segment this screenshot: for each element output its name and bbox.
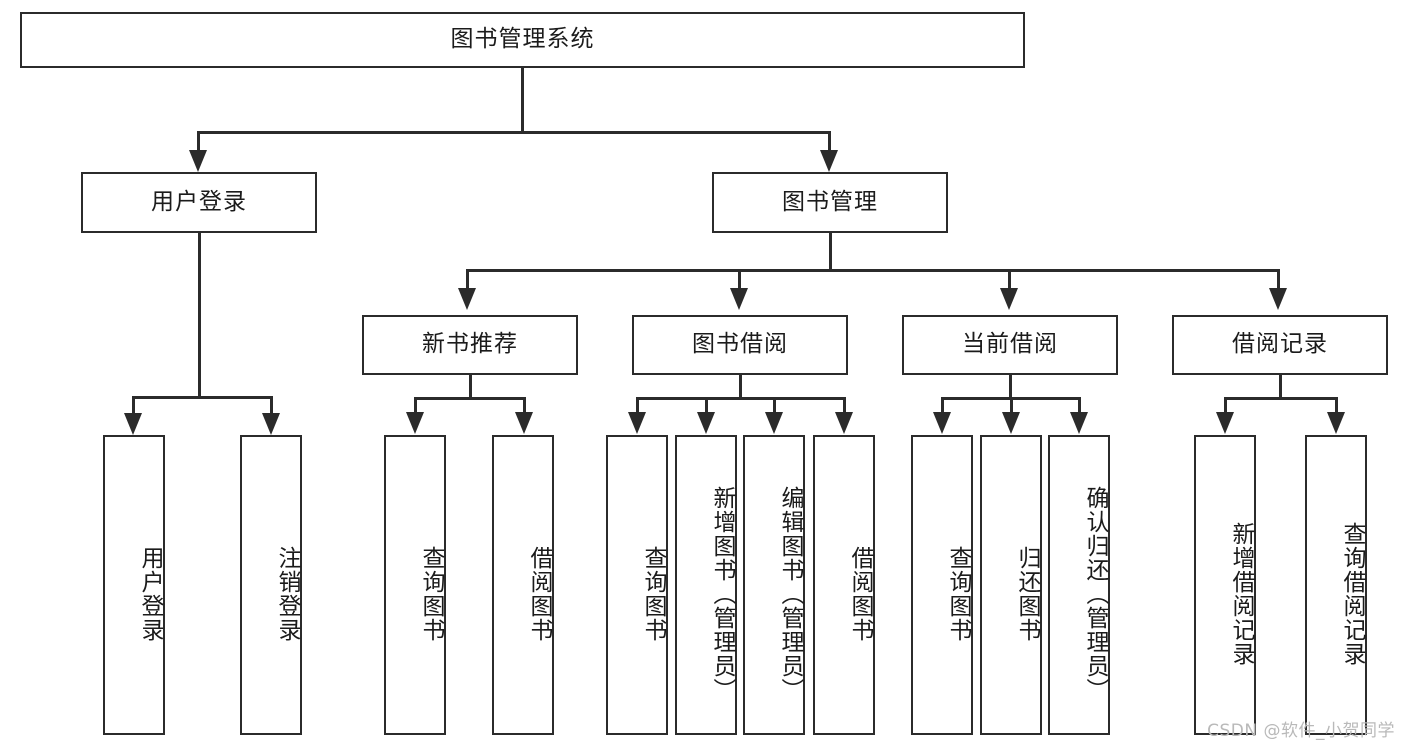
node-current-borrow[interactable]: 当前借阅 (902, 315, 1118, 375)
arrow-nb-leaf-1 (406, 412, 424, 434)
leaf-add-record[interactable]: 新增借阅记录 (1194, 435, 1256, 735)
leaf-user-logout[interactable]: 注销登录 (240, 435, 302, 735)
arrow-br-leaf-2 (1327, 412, 1345, 434)
arrow-br-leaf-1 (1216, 412, 1234, 434)
node-book-borrow[interactable]: 图书借阅 (632, 315, 848, 375)
leaf-borrow-book-2-label: 借阅图书 (847, 546, 873, 642)
edge-root-stem (521, 68, 524, 131)
leaf-user-logout-label: 注销登录 (274, 546, 300, 642)
arrow-bb-leaf-3 (765, 412, 783, 434)
arrow-bb-leaf-1 (628, 412, 646, 434)
leaf-query-book-3[interactable]: 查询图书 (911, 435, 973, 735)
leaf-return-book[interactable]: 归还图书 (980, 435, 1042, 735)
edge-br-drop-2 (1335, 397, 1338, 415)
arrow-bm-to-book-borrow (730, 288, 748, 310)
leaf-borrow-book-2[interactable]: 借阅图书 (813, 435, 875, 735)
edge-cb-drop-1 (941, 397, 944, 415)
edge-borrow-record-stem (1279, 375, 1282, 399)
arrow-nb-leaf-2 (515, 412, 533, 434)
node-root-label: 图书管理系统 (450, 26, 595, 53)
edge-root-to-user-login (197, 131, 200, 153)
leaf-query-book-1[interactable]: 查询图书 (384, 435, 446, 735)
arrow-root-to-user-login (189, 150, 207, 172)
edge-cb-drop-3 (1078, 397, 1081, 415)
leaf-borrow-book-1-label: 借阅图书 (526, 546, 552, 642)
edge-book-borrow-stem (739, 375, 742, 399)
edge-bb-drop-2 (705, 397, 708, 415)
edge-nb-drop-1 (414, 397, 417, 415)
node-book-borrow-label: 图书借阅 (692, 331, 788, 358)
edge-root-to-book-management (828, 131, 831, 153)
leaf-query-book-1-label: 查询图书 (418, 546, 444, 642)
edge-new-book-bus (414, 397, 526, 400)
node-borrow-record-label: 借阅记录 (1232, 331, 1328, 358)
leaf-query-book-2[interactable]: 查询图书 (606, 435, 668, 735)
leaf-add-record-label: 新增借阅记录 (1228, 522, 1254, 666)
leaf-confirm-return[interactable]: 确认归还（管理员） (1048, 435, 1110, 735)
edge-new-book-stem (469, 375, 472, 399)
leaf-user-login[interactable]: 用户登录 (103, 435, 165, 735)
arrow-user-login-leaf-1 (124, 413, 142, 435)
arrow-user-login-leaf-2 (262, 413, 280, 435)
edge-current-borrow-stem (1009, 375, 1012, 399)
edge-bm-drop-1 (466, 269, 469, 291)
node-user-login-label: 用户登录 (151, 188, 247, 215)
edge-bb-drop-4 (843, 397, 846, 415)
node-user-login[interactable]: 用户登录 (81, 172, 317, 233)
leaf-return-book-label: 归还图书 (1014, 546, 1040, 642)
arrow-bm-to-current-borrow (1000, 288, 1018, 310)
leaf-query-book-2-label: 查询图书 (640, 546, 666, 642)
leaf-edit-book[interactable]: 编辑图书（管理员） (743, 435, 805, 735)
arrow-cb-leaf-1 (933, 412, 951, 434)
arrow-bb-leaf-4 (835, 412, 853, 434)
node-new-book-recommend[interactable]: 新书推荐 (362, 315, 578, 375)
leaf-confirm-return-label: 确认归还（管理员） (1082, 486, 1108, 702)
arrow-root-to-book-management (820, 150, 838, 172)
edge-book-management-stem (829, 233, 832, 271)
edge-book-management-bus (466, 269, 1280, 272)
node-borrow-record[interactable]: 借阅记录 (1172, 315, 1388, 375)
watermark-text: CSDN @软件_小贺同学 (1207, 721, 1395, 741)
node-book-management[interactable]: 图书管理 (712, 172, 948, 233)
edge-nb-drop-2 (523, 397, 526, 415)
edge-user-login-stem (198, 233, 201, 398)
edge-book-borrow-bus (636, 397, 846, 400)
edge-root-bus (197, 131, 830, 134)
node-book-management-label: 图书管理 (782, 188, 878, 215)
edge-cb-drop-2 (1010, 397, 1013, 415)
leaf-query-record-label: 查询借阅记录 (1339, 522, 1365, 666)
leaf-borrow-book-1[interactable]: 借阅图书 (492, 435, 554, 735)
leaf-query-book-3-label: 查询图书 (945, 546, 971, 642)
edge-bm-drop-3 (1008, 269, 1011, 291)
edge-user-login-bus (132, 396, 272, 399)
node-new-book-recommend-label: 新书推荐 (422, 331, 518, 358)
leaf-user-login-label: 用户登录 (137, 546, 163, 642)
leaf-query-record[interactable]: 查询借阅记录 (1305, 435, 1367, 735)
arrow-bb-leaf-2 (697, 412, 715, 434)
leaf-add-book[interactable]: 新增图书（管理员） (675, 435, 737, 735)
node-root[interactable]: 图书管理系统 (20, 12, 1025, 68)
arrow-bm-to-borrow-record (1269, 288, 1287, 310)
edge-bm-drop-2 (738, 269, 741, 291)
edge-bb-drop-1 (636, 397, 639, 415)
node-current-borrow-label: 当前借阅 (962, 331, 1058, 358)
edge-bb-drop-3 (773, 397, 776, 415)
arrow-cb-leaf-2 (1002, 412, 1020, 434)
edge-borrow-record-bus (1224, 397, 1338, 400)
arrow-cb-leaf-3 (1070, 412, 1088, 434)
edge-user-login-drop-2 (270, 396, 273, 416)
edge-user-login-drop-1 (132, 396, 135, 416)
arrow-bm-to-new-book (458, 288, 476, 310)
leaf-add-book-label: 新增图书（管理员） (709, 486, 735, 702)
edge-bm-drop-4 (1277, 269, 1280, 291)
edge-br-drop-1 (1224, 397, 1227, 415)
leaf-edit-book-label: 编辑图书（管理员） (777, 486, 803, 702)
